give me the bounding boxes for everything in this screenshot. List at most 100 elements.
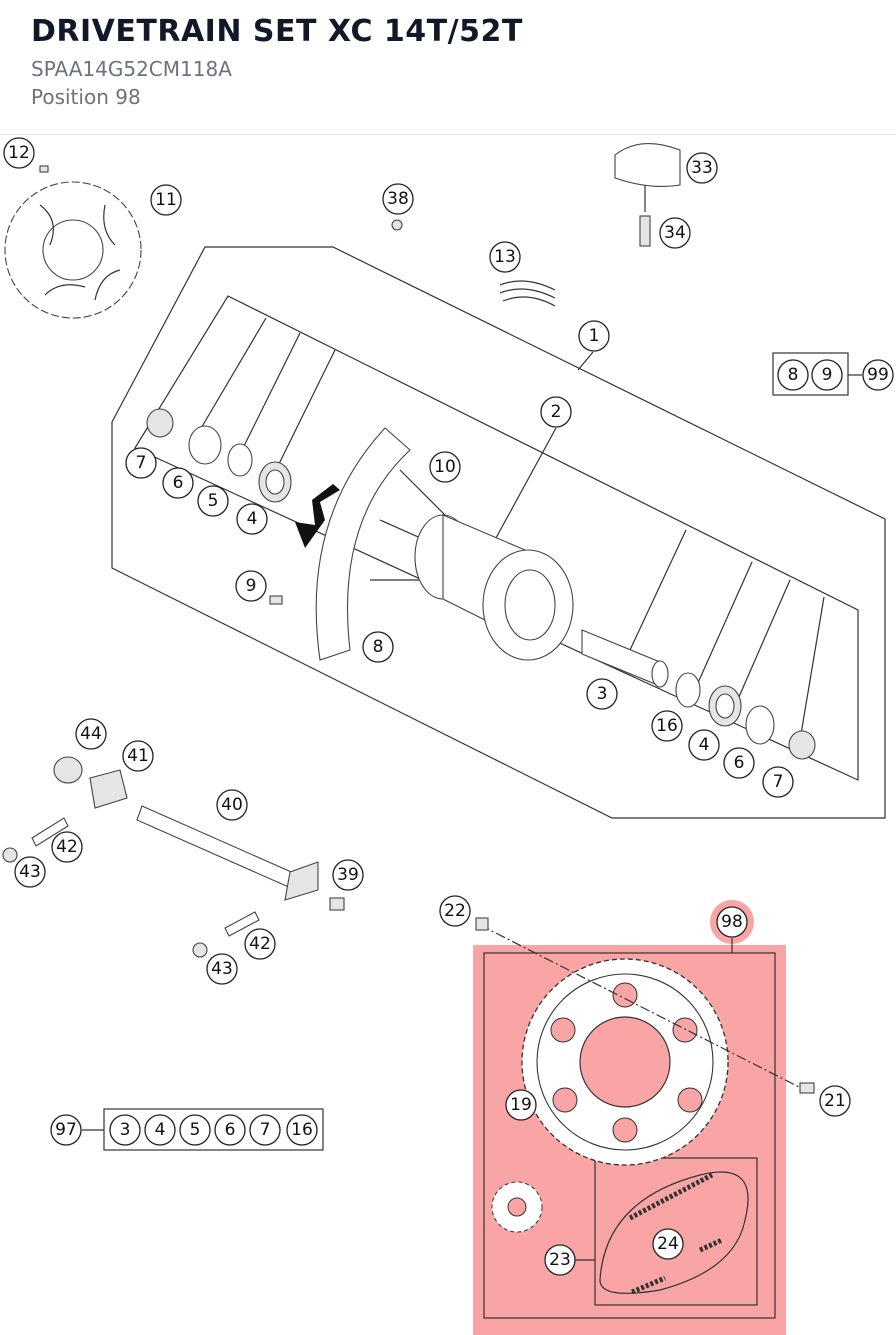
svg-text:4: 4 bbox=[155, 1120, 166, 1140]
svg-text:98: 98 bbox=[721, 912, 743, 932]
callout-4-right[interactable]: 4 bbox=[688, 729, 720, 761]
callout-group97-4[interactable]: 4 bbox=[144, 1114, 176, 1146]
callout-7-right[interactable]: 7 bbox=[762, 766, 794, 798]
svg-text:13: 13 bbox=[494, 247, 516, 267]
callout-group97-7[interactable]: 7 bbox=[249, 1114, 281, 1146]
rear-sprocket-part bbox=[521, 958, 729, 1166]
chain-guide-part bbox=[614, 143, 681, 187]
svg-text:33: 33 bbox=[691, 158, 713, 178]
svg-text:8: 8 bbox=[373, 637, 384, 657]
svg-text:3: 3 bbox=[597, 684, 608, 704]
callout-42-lower[interactable]: 42 bbox=[244, 928, 276, 960]
callout-2[interactable]: 2 bbox=[540, 396, 572, 428]
callout-5[interactable]: 5 bbox=[197, 485, 229, 517]
callout-42[interactable]: 42 bbox=[51, 831, 83, 863]
svg-text:97: 97 bbox=[55, 1120, 77, 1140]
callout-6[interactable]: 6 bbox=[162, 467, 194, 499]
svg-text:4: 4 bbox=[699, 735, 710, 755]
assembly-98-box bbox=[483, 952, 776, 1319]
exploded-parts-diagram: 12 11 38 33 34 13 1 2 10 7 6 5 4 9 8 3 1… bbox=[2, 137, 894, 1335]
rotation-arrow-icon bbox=[295, 484, 340, 548]
callout-8[interactable]: 8 bbox=[362, 631, 394, 663]
svg-text:23: 23 bbox=[549, 1250, 571, 1270]
hub-part bbox=[414, 514, 574, 661]
callout-33[interactable]: 33 bbox=[686, 152, 718, 184]
callout-10[interactable]: 10 bbox=[429, 451, 461, 483]
callout-12[interactable]: 12 bbox=[3, 137, 35, 169]
svg-text:99: 99 bbox=[867, 365, 889, 385]
svg-text:42: 42 bbox=[249, 934, 271, 954]
callout-16[interactable]: 16 bbox=[651, 710, 683, 742]
callout-99[interactable]: 99 bbox=[862, 359, 894, 391]
callout-7[interactable]: 7 bbox=[125, 447, 157, 479]
svg-text:41: 41 bbox=[127, 746, 149, 766]
callout-34[interactable]: 34 bbox=[659, 217, 691, 249]
callout-13[interactable]: 13 bbox=[489, 241, 521, 273]
svg-text:21: 21 bbox=[824, 1091, 846, 1111]
svg-text:9: 9 bbox=[246, 576, 257, 596]
callout-44[interactable]: 44 bbox=[75, 718, 107, 750]
part-number: SPAA14G52CM118A bbox=[31, 57, 232, 81]
svg-text:12: 12 bbox=[8, 143, 30, 163]
callout-21[interactable]: 21 bbox=[819, 1085, 851, 1117]
callout-group99-9[interactable]: 9 bbox=[811, 359, 843, 391]
svg-text:19: 19 bbox=[510, 1095, 532, 1115]
svg-text:38: 38 bbox=[387, 189, 409, 209]
svg-text:39: 39 bbox=[337, 865, 359, 885]
svg-text:11: 11 bbox=[155, 190, 177, 210]
svg-text:43: 43 bbox=[211, 959, 233, 979]
callout-98[interactable]: 98 bbox=[716, 906, 748, 938]
callout-4[interactable]: 4 bbox=[236, 503, 268, 535]
header: DRIVETRAIN SET XC 14T/52T SPAA14G52CM118… bbox=[0, 0, 896, 135]
callout-39[interactable]: 39 bbox=[332, 859, 364, 891]
svg-text:22: 22 bbox=[444, 901, 466, 921]
position-label: Position 98 bbox=[31, 85, 141, 109]
callout-group99-8[interactable]: 8 bbox=[777, 359, 809, 391]
svg-text:6: 6 bbox=[734, 753, 745, 773]
callout-97[interactable]: 97 bbox=[50, 1114, 82, 1146]
callout-group97-5[interactable]: 5 bbox=[179, 1114, 211, 1146]
callout-11[interactable]: 11 bbox=[150, 184, 182, 216]
callout-22[interactable]: 22 bbox=[439, 895, 471, 927]
callout-38[interactable]: 38 bbox=[382, 183, 414, 215]
svg-text:7: 7 bbox=[260, 1120, 271, 1140]
chain-part bbox=[599, 1171, 749, 1294]
svg-text:16: 16 bbox=[291, 1120, 313, 1140]
callout-1[interactable]: 1 bbox=[578, 320, 610, 352]
svg-text:8: 8 bbox=[788, 365, 799, 385]
callout-43[interactable]: 43 bbox=[14, 856, 46, 888]
callout-40[interactable]: 40 bbox=[216, 789, 248, 821]
callout-9[interactable]: 9 bbox=[235, 570, 267, 602]
svg-text:5: 5 bbox=[190, 1120, 201, 1140]
svg-text:6: 6 bbox=[225, 1120, 236, 1140]
svg-text:6: 6 bbox=[173, 473, 184, 493]
svg-text:4: 4 bbox=[247, 509, 258, 529]
svg-text:24: 24 bbox=[657, 1234, 679, 1254]
svg-text:9: 9 bbox=[822, 365, 833, 385]
wheel-assembly-frame bbox=[111, 246, 886, 819]
callout-group97-3[interactable]: 3 bbox=[109, 1114, 141, 1146]
callout-23[interactable]: 23 bbox=[544, 1244, 576, 1276]
callout-43-lower[interactable]: 43 bbox=[206, 953, 238, 985]
svg-text:7: 7 bbox=[136, 453, 147, 473]
svg-text:44: 44 bbox=[80, 724, 102, 744]
axle-part bbox=[136, 805, 306, 893]
callout-24[interactable]: 24 bbox=[652, 1228, 684, 1260]
svg-text:16: 16 bbox=[656, 716, 678, 736]
svg-text:2: 2 bbox=[551, 402, 562, 422]
svg-text:10: 10 bbox=[434, 457, 456, 477]
callout-6-right[interactable]: 6 bbox=[723, 747, 755, 779]
svg-text:1: 1 bbox=[589, 326, 600, 346]
assembly-24-box bbox=[594, 1157, 758, 1306]
callout-group97-16[interactable]: 16 bbox=[286, 1114, 318, 1146]
callout-41[interactable]: 41 bbox=[122, 740, 154, 772]
brake-disc-part bbox=[4, 181, 142, 319]
svg-text:43: 43 bbox=[19, 862, 41, 882]
svg-text:5: 5 bbox=[208, 491, 219, 511]
page-title: DRIVETRAIN SET XC 14T/52T bbox=[31, 14, 523, 49]
callout-3[interactable]: 3 bbox=[586, 678, 618, 710]
callout-19[interactable]: 19 bbox=[505, 1089, 537, 1121]
svg-text:42: 42 bbox=[56, 837, 78, 857]
callout-group97-6[interactable]: 6 bbox=[214, 1114, 246, 1146]
spacer-part bbox=[581, 629, 661, 687]
